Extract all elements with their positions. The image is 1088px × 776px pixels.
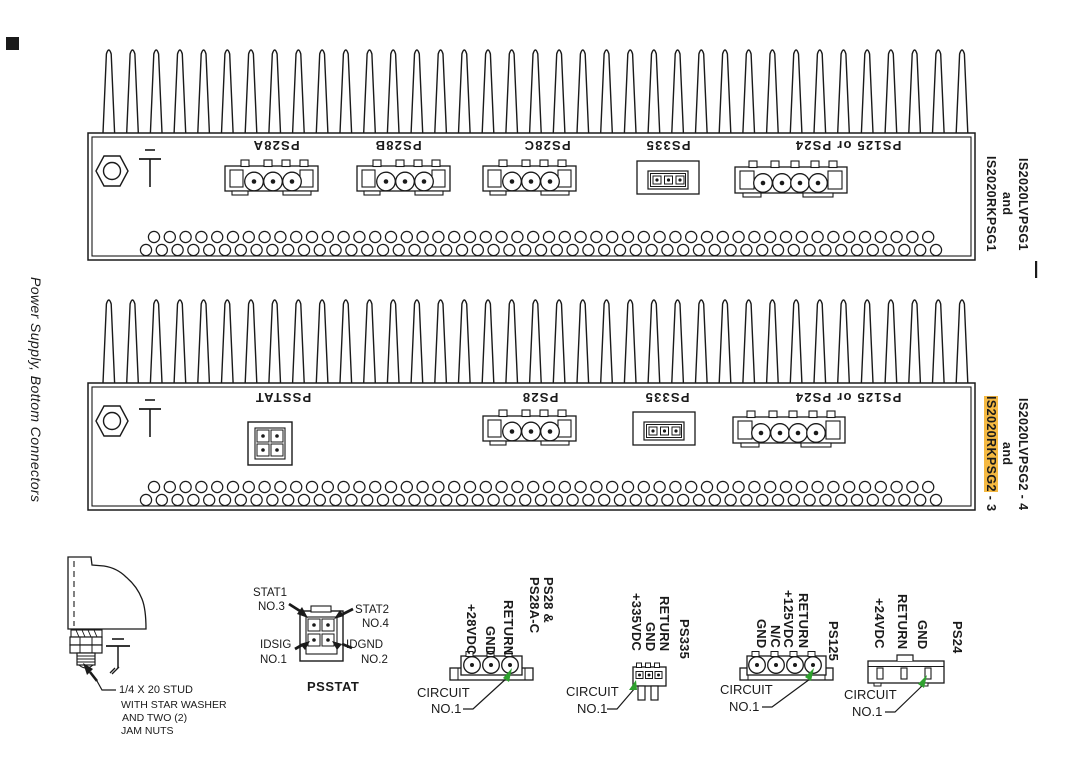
unit1-connector-ps28b xyxy=(356,159,451,196)
unit1-id-line2: and xyxy=(1000,192,1014,216)
psstat-pin-idsig: IDSIG xyxy=(260,639,292,651)
unit2-ground-symbol-icon xyxy=(139,399,161,437)
unit2-vent-holes xyxy=(139,480,943,507)
stud-note-line4: JAM NUTS xyxy=(121,725,174,737)
ps28-title-line1: PS28 & xyxy=(541,577,556,624)
unit1-label-ps28b: PS28B xyxy=(374,138,422,153)
ps335-pin2-label: GND xyxy=(643,621,658,652)
unit2-heatsink-fins xyxy=(102,299,969,384)
psstat-pin-no2: NO.2 xyxy=(361,654,388,666)
ps125-pin3-label: +125VDC xyxy=(781,589,796,648)
ps125-pin1-label: GND xyxy=(754,618,769,649)
unit1-hex-bolt xyxy=(95,155,129,187)
unit2-label-ps28: PS28 xyxy=(521,390,559,405)
ps28-circuit-label: CIRCUIT xyxy=(417,685,470,700)
ps24-circuit-label: CIRCUIT xyxy=(844,687,897,702)
ps28-circuit-no1: NO.1 xyxy=(431,701,462,716)
ps28-detail-title: PS28 & PS28A-C xyxy=(527,577,556,634)
unit1-id-line1: IS2020LVPSG1 xyxy=(1016,157,1030,251)
unit2-id-line3-suffix: - 3 xyxy=(984,492,998,512)
unit2-connector-psstat xyxy=(247,421,293,466)
unit2-id-line1: IS2020LVPSG2 - 4 xyxy=(1016,397,1030,511)
psstat-pin-stat2: STAT2 xyxy=(355,604,390,616)
unit2-id-line2: and xyxy=(1000,442,1014,466)
ps335-circuit-label: CIRCUIT xyxy=(566,684,619,699)
unit1-label-ps28c: PS28C xyxy=(523,138,571,153)
unit2-hex-bolt xyxy=(95,405,129,437)
unit2-connector-ps335 xyxy=(632,411,696,446)
unit1-label-ps125: PS125 or PS24 xyxy=(794,138,902,153)
ps24-pin1-label: +24VDC xyxy=(872,598,887,649)
psstat-pin-no1: NO.1 xyxy=(260,654,287,666)
stud-note-line1: 1/4 X 20 STUD xyxy=(119,684,193,696)
ps28-title-line2: PS28A-C xyxy=(527,577,542,634)
ps125-detail-drawing xyxy=(739,651,834,708)
unit1-connector-ps335 xyxy=(636,160,700,195)
unit2-connector-ps125 xyxy=(732,410,846,448)
ps24-pin3-label: GND xyxy=(915,619,930,650)
side-caption: Power Supply, Bottom Connectors xyxy=(28,277,44,503)
ps335-pin1-label: +335VDC xyxy=(629,592,644,651)
unit1-label-ps335: PS335 xyxy=(645,138,691,153)
ps24-pin2-label: RETURN xyxy=(895,593,910,649)
stud-note-line3: AND TWO (2) xyxy=(122,712,188,724)
ps125-circuit-label: CIRCUIT xyxy=(720,682,773,697)
unit2-id-line3-highlight: IS2020RKPSG2 xyxy=(984,396,998,493)
ps335-circuit-no1: NO.1 xyxy=(577,701,608,716)
unit1-connector-ps28a xyxy=(224,159,319,196)
unit2-label-psstat: PSSTAT xyxy=(254,390,312,405)
psstat-pin-stat1: STAT1 xyxy=(253,587,288,599)
unit2-id-label: IS2020LVPSG2 - 4 and IS2020RKPSG2 - 3 xyxy=(983,392,1031,516)
psstat-pin-idgnd: IDGND xyxy=(346,639,384,651)
psstat-detail-drawing xyxy=(288,602,354,662)
ps125-pin4-label: RETURN xyxy=(796,592,811,648)
unit1-ground-symbol-icon xyxy=(139,149,161,187)
ps24-detail-title: PS24 xyxy=(950,621,965,654)
unit1-label-ps28a: PS28A xyxy=(252,138,300,153)
ps24-detail-drawing xyxy=(867,654,945,713)
psstat-pin-no3: NO.3 xyxy=(258,601,285,613)
unit1-connector-ps125 xyxy=(734,160,848,198)
unit1-id-label: IS2020LVPSG1 and IS2020RKPSG1 xyxy=(983,154,1031,254)
ps335-detail-title: PS335 xyxy=(677,619,692,660)
unit1-heatsink-fins xyxy=(102,49,969,134)
psstat-pin-no4: NO.4 xyxy=(362,618,389,630)
ps28-pin1-label: +28VDC xyxy=(464,604,479,655)
change-marker-tick xyxy=(1035,261,1038,278)
ps28-pin3-label: RETURN xyxy=(501,599,516,655)
change-marker-square xyxy=(6,37,19,50)
stud-note-line2: WITH STAR WASHER xyxy=(121,699,227,711)
ps28-pin2-label: GND xyxy=(483,625,498,656)
unit1-connector-ps28c xyxy=(482,159,577,196)
ps335-detail-drawing xyxy=(607,662,667,710)
psstat-detail-title: PSSTAT xyxy=(307,679,360,694)
ps335-pin3-label: RETURN xyxy=(657,595,672,651)
stud-detail-drawing xyxy=(67,556,147,691)
ps125-pin2-label: N/C xyxy=(768,625,783,648)
ps28-detail-drawing xyxy=(449,651,534,710)
unit1-vent-holes xyxy=(139,230,943,257)
ps125-detail-title: PS125 xyxy=(826,621,841,662)
unit2-label-ps335: PS335 xyxy=(644,390,690,405)
unit2-connector-ps28 xyxy=(482,409,577,446)
ps24-circuit-no1: NO.1 xyxy=(852,704,883,719)
ps125-circuit-no1: NO.1 xyxy=(729,699,760,714)
unit1-id-line3: IS2020RKPSG1 xyxy=(984,156,998,252)
unit2-label-ps125: PS125 or PS24 xyxy=(794,390,902,405)
